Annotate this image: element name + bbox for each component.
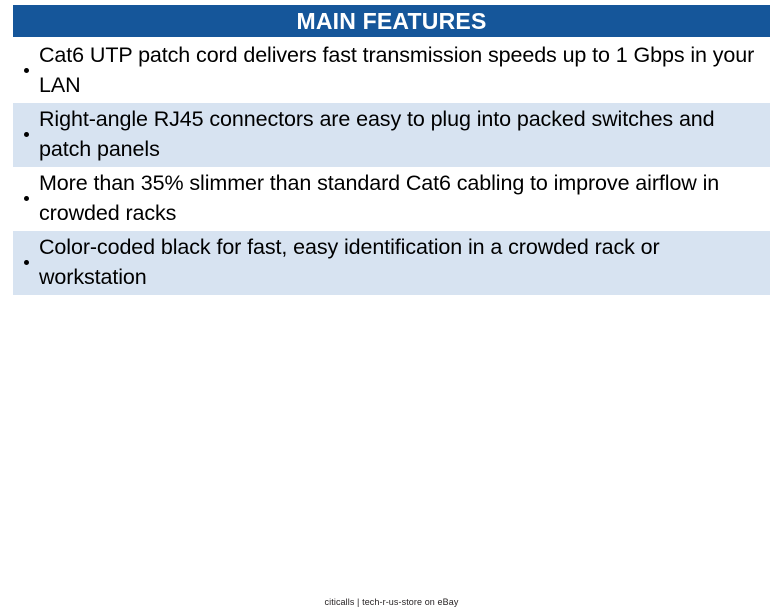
bullet-icon <box>13 104 39 164</box>
bullet-dot-icon <box>23 67 29 73</box>
bullet-dot-icon <box>23 259 29 265</box>
bullet-icon <box>13 232 39 292</box>
feature-text: Right-angle RJ45 connectors are easy to … <box>39 107 715 161</box>
list-item: Color-coded black for fast, easy identif… <box>13 231 770 295</box>
feature-text: Cat6 UTP patch cord delivers fast transm… <box>39 43 755 97</box>
footer: citicalls | tech-r-us-store on eBay <box>0 592 783 610</box>
feature-text: Color-coded black for fast, easy identif… <box>39 235 660 289</box>
features-list: Cat6 UTP patch cord delivers fast transm… <box>13 39 770 295</box>
bullet-dot-icon <box>23 131 29 137</box>
bullet-icon <box>13 40 39 100</box>
bullet-icon <box>13 168 39 228</box>
list-item: Right-angle RJ45 connectors are easy to … <box>13 103 770 167</box>
list-item: More than 35% slimmer than standard Cat6… <box>13 167 770 231</box>
footer-attribution: citicalls | tech-r-us-store on eBay <box>324 597 459 607</box>
main-features-header: MAIN FEATURES <box>13 5 770 37</box>
page-title: MAIN FEATURES <box>296 7 487 34</box>
bullet-dot-icon <box>23 195 29 201</box>
list-item: Cat6 UTP patch cord delivers fast transm… <box>13 39 770 103</box>
feature-text: More than 35% slimmer than standard Cat6… <box>39 171 720 225</box>
